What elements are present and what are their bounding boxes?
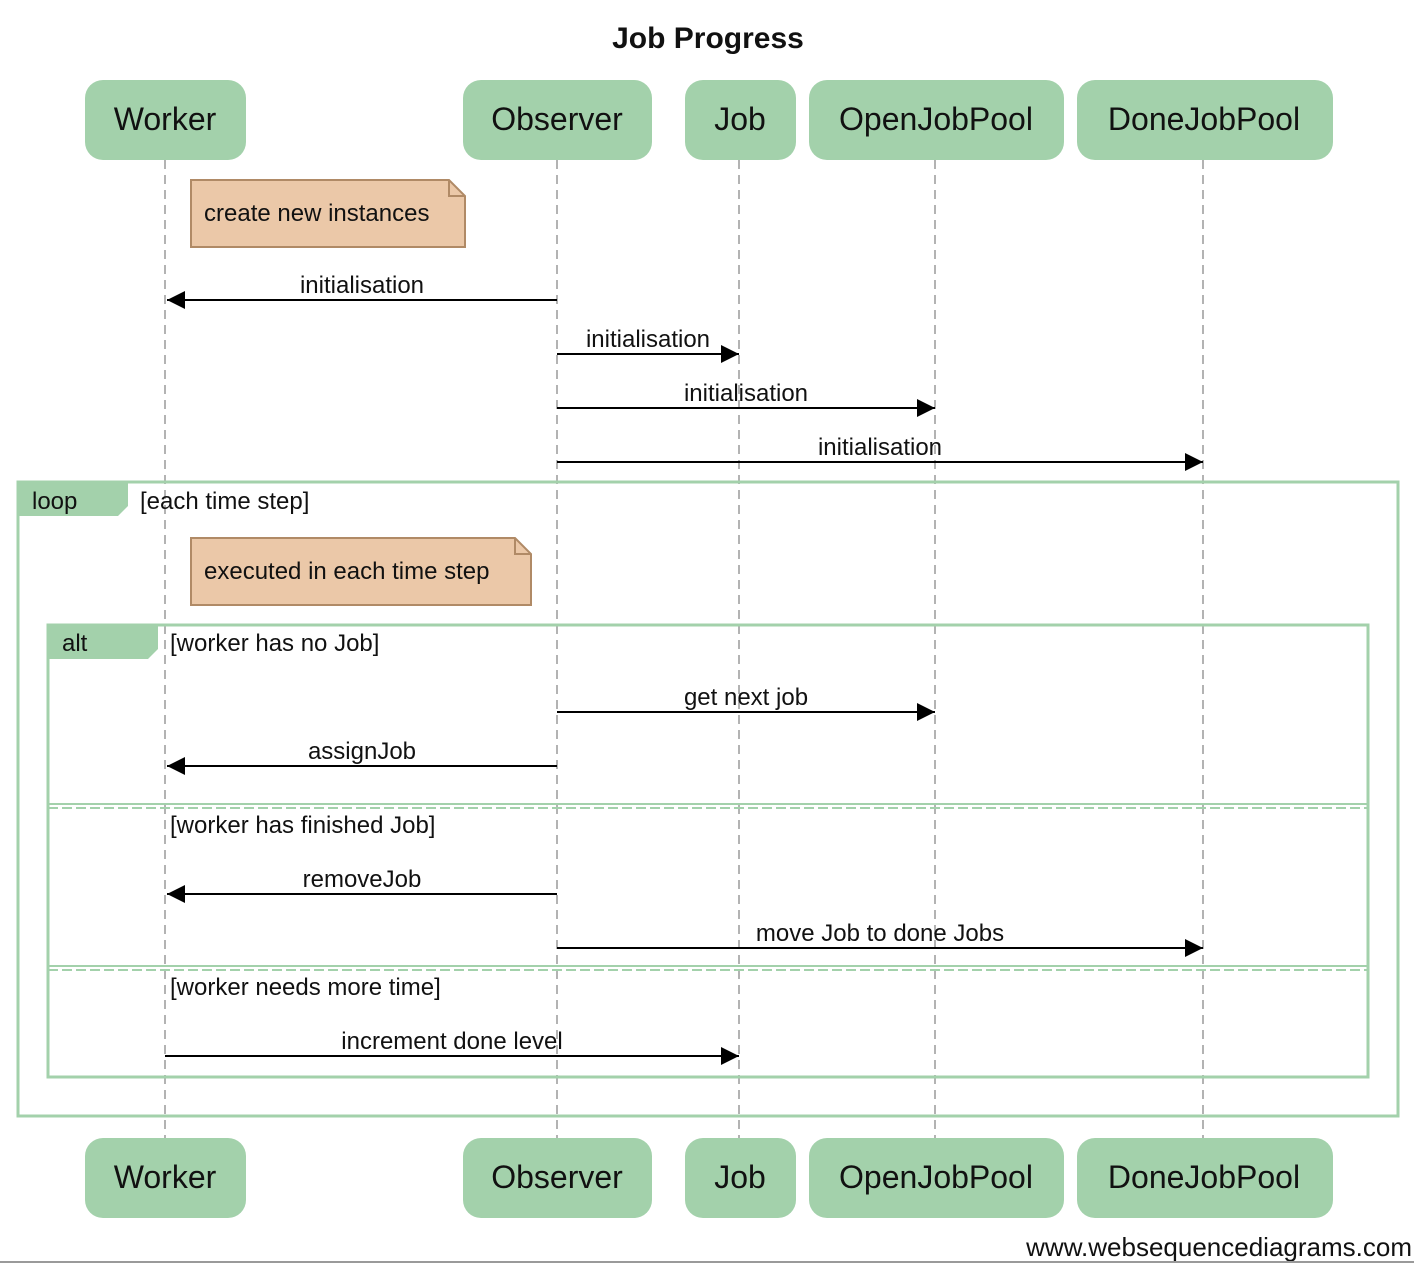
message-initialisation-donejobpool: initialisation — [557, 434, 1203, 471]
participant-label: Worker — [114, 1159, 217, 1195]
participant-label: Observer — [491, 101, 623, 137]
message-label: initialisation — [684, 380, 808, 407]
participant-label: DoneJobPool — [1108, 101, 1300, 137]
participant-donejobpool-top: DoneJobPool — [1077, 80, 1333, 160]
message-increment-done-level: increment done level — [165, 1028, 739, 1065]
message-label: get next job — [684, 684, 808, 711]
message-label: initialisation — [818, 434, 942, 461]
participant-job-bottom: Job — [685, 1138, 796, 1218]
alt-condition-2: [worker has finished Job] — [170, 812, 435, 839]
message-initialisation-worker: initialisation — [167, 272, 557, 309]
diagram-title: Job Progress — [612, 22, 804, 55]
participant-worker-top: Worker — [85, 80, 246, 160]
messages: initialisation initialisation initialisa… — [167, 272, 1203, 471]
message-label: move Job to done Jobs — [756, 920, 1004, 947]
message-label: initialisation — [586, 326, 710, 353]
alt-condition-3: [worker needs more time] — [170, 974, 441, 1001]
message-remove-job: removeJob — [167, 866, 557, 903]
message-get-next-job: get next job — [557, 684, 935, 721]
alt-frame: alt [worker has no Job] [worker has fini… — [46, 623, 1370, 1079]
message-label: assignJob — [308, 738, 416, 765]
message-initialisation-job: initialisation — [557, 326, 739, 363]
participant-openjobpool-bottom: OpenJobPool — [809, 1138, 1064, 1218]
note-text: create new instances — [204, 200, 429, 227]
loop-keyword: loop — [32, 488, 77, 515]
participant-worker-bottom: Worker — [85, 1138, 246, 1218]
alt-messages: get next job assignJob removeJob move Jo… — [165, 684, 1203, 1065]
message-label: initialisation — [300, 272, 424, 299]
message-label: removeJob — [303, 866, 422, 893]
participant-label: OpenJobPool — [839, 101, 1033, 137]
message-label: increment done level — [341, 1028, 562, 1055]
alt-keyword: alt — [62, 630, 88, 657]
participant-openjobpool-top: OpenJobPool — [809, 80, 1064, 160]
lifelines — [164, 160, 1204, 1138]
watermark: www.websequencediagrams.com — [1025, 1232, 1412, 1262]
alt-separator-2 — [48, 965, 1368, 971]
participants-bottom: Worker Observer Job OpenJobPool DoneJobP… — [85, 1138, 1333, 1218]
message-assign-job: assignJob — [167, 738, 557, 775]
participant-label: Worker — [114, 101, 217, 137]
participant-job-top: Job — [685, 80, 796, 160]
participant-label: OpenJobPool — [839, 1159, 1033, 1195]
alt-condition-1: [worker has no Job] — [170, 630, 379, 657]
participant-observer-top: Observer — [463, 80, 652, 160]
participant-observer-bottom: Observer — [463, 1138, 652, 1218]
message-initialisation-openjobpool: initialisation — [557, 380, 935, 417]
participant-label: DoneJobPool — [1108, 1159, 1300, 1195]
message-move-job-to-done-jobs: move Job to done Jobs — [557, 920, 1203, 957]
loop-frame: loop [each time step] — [16, 480, 1400, 1118]
participant-donejobpool-bottom: DoneJobPool — [1077, 1138, 1333, 1218]
participants-top: Worker Observer Job OpenJobPool DoneJobP… — [85, 80, 1333, 160]
participant-label: Observer — [491, 1159, 623, 1195]
note-text: executed in each time step — [204, 558, 490, 585]
participant-label: Job — [714, 101, 766, 137]
loop-condition: [each time step] — [140, 488, 309, 515]
note-executed-in-each-time-step: executed in each time step — [190, 537, 532, 606]
note-create-new-instances: create new instances — [190, 179, 466, 248]
alt-separator-1 — [48, 803, 1368, 809]
participant-label: Job — [714, 1159, 766, 1195]
